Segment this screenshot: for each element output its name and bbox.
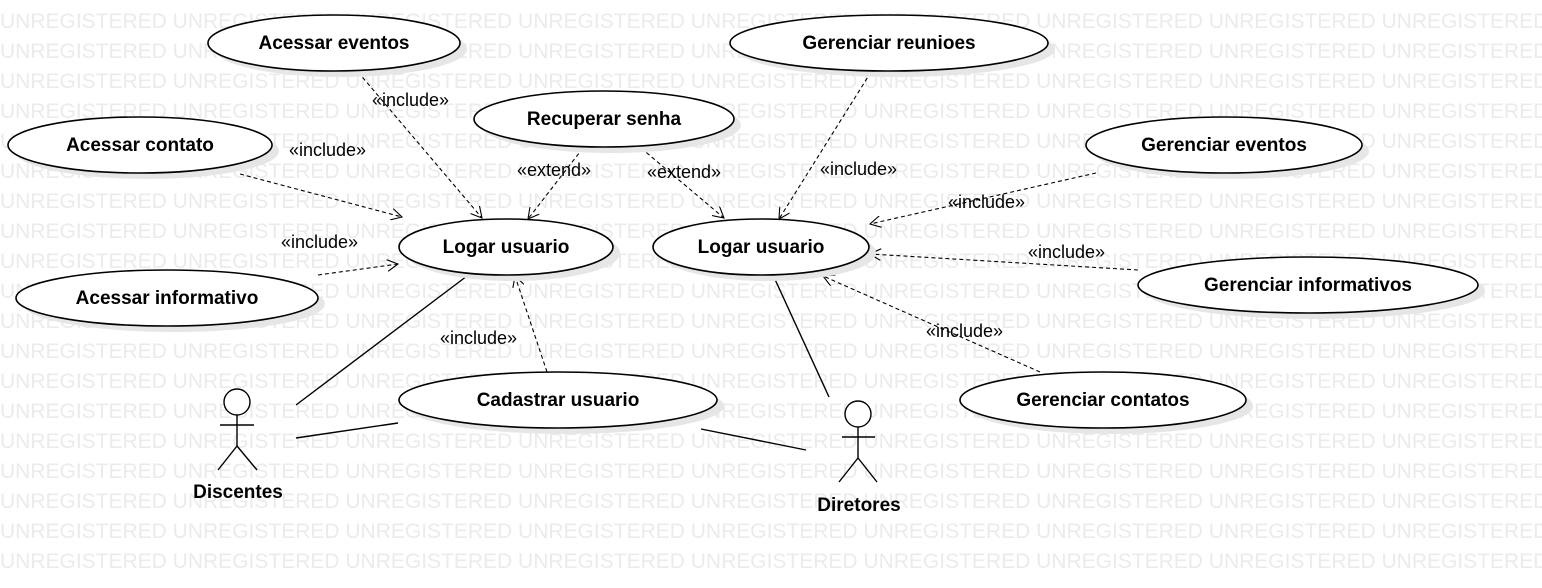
use-case-label: Acessar informativo	[76, 288, 259, 309]
use-case-label: Cadastrar usuario	[477, 390, 640, 411]
stereotype-include-informativo: «include»	[281, 232, 358, 252]
extend-arrow-left	[528, 147, 584, 219]
use-case-acessar-informativo[interactable]: Acessar informativo	[15, 269, 325, 332]
stereotype-extend-left: «extend»	[517, 160, 591, 180]
association-diretores-cadastrar	[700, 428, 807, 451]
dependencies	[239, 71, 1139, 373]
stereotype-extend-right: «extend»	[647, 162, 721, 182]
stereotype-include-g-contatos: «include»	[926, 321, 1003, 341]
include-arrow-reunioes	[779, 71, 872, 219]
watermark-row: UNREGISTERED UNREGISTERED UNREGISTERED U…	[0, 430, 1542, 453]
use-case-gerenciar-contatos[interactable]: Gerenciar contatos	[959, 371, 1253, 434]
use-case-label: Acessar eventos	[258, 33, 409, 54]
use-case-label: Recuperar senha	[527, 109, 682, 130]
use-case-label: Gerenciar informativos	[1204, 275, 1412, 296]
stereotype-include-reunioes: «include»	[820, 159, 897, 179]
use-case-logar-usuario-left[interactable]: Logar usuario	[398, 218, 620, 281]
use-case-logar-usuario-right[interactable]: Logar usuario	[652, 218, 876, 281]
include-arrow-cadastrar	[515, 276, 548, 373]
include-arrow-g-informativos	[870, 254, 1139, 271]
use-case-gerenciar-eventos[interactable]: Gerenciar eventos	[1085, 116, 1369, 179]
actor-discentes[interactable]: Discentes	[193, 388, 283, 503]
watermark-row: UNREGISTERED UNREGISTERED UNREGISTERED U…	[0, 310, 1542, 333]
stereotype-labels: «include» «include» «include» «include» …	[281, 90, 1105, 348]
associations	[295, 274, 830, 451]
use-case-label: Acessar contato	[66, 135, 214, 156]
watermark-row: UNREGISTERED UNREGISTERED UNREGISTERED U…	[0, 520, 1542, 543]
watermark-row: UNREGISTERED UNREGISTERED UNREGISTERED U…	[0, 490, 1542, 513]
use-case-cadastrar-usuario[interactable]: Cadastrar usuario	[398, 371, 724, 434]
watermark-row: UNREGISTERED UNREGISTERED UNREGISTERED U…	[0, 550, 1542, 573]
watermark-row: UNREGISTERED UNREGISTERED UNREGISTERED U…	[0, 190, 1542, 213]
include-arrow-g-eventos	[870, 172, 1097, 224]
use-case-label: Gerenciar reunioes	[802, 33, 975, 54]
association-discentes-logar	[295, 275, 468, 406]
include-arrow-g-contatos	[823, 276, 1041, 373]
association-discentes-cadastrar	[295, 422, 399, 439]
stick-figure-icon	[217, 388, 258, 471]
include-arrow-eventos	[357, 71, 482, 218]
actor-label: Discentes	[193, 482, 283, 503]
stereotype-include-g-eventos: «include»	[948, 192, 1025, 212]
use-case-gerenciar-reunioes[interactable]: Gerenciar reunioes	[729, 14, 1055, 77]
use-case-recuperar-senha[interactable]: Recuperar senha	[473, 90, 741, 153]
use-case-label: Gerenciar contatos	[1016, 390, 1189, 411]
use-case-label: Gerenciar eventos	[1141, 135, 1307, 156]
use-case-acessar-contato[interactable]: Acessar contato	[7, 116, 279, 179]
use-case-label: Logar usuario	[443, 237, 570, 258]
stereotype-include-g-informativos: «include»	[1028, 242, 1105, 262]
actor-label: Diretores	[817, 495, 900, 516]
watermark-row: UNREGISTERED UNREGISTERED UNREGISTERED U…	[0, 100, 1542, 123]
stereotype-include-contato: «include»	[289, 140, 366, 160]
use-case-acessar-eventos[interactable]: Acessar eventos	[207, 14, 467, 77]
watermark-row: UNREGISTERED UNREGISTERED UNREGISTERED U…	[0, 70, 1542, 93]
watermark-row: UNREGISTERED UNREGISTERED UNREGISTERED U…	[0, 340, 1542, 363]
association-diretores-logar	[772, 274, 830, 398]
stereotype-include-eventos: «include»	[372, 90, 449, 110]
stereotype-include-cadastrar: «include»	[440, 328, 517, 348]
use-case-label: Logar usuario	[698, 237, 825, 258]
watermark-row: UNREGISTERED UNREGISTERED UNREGISTERED U…	[0, 460, 1542, 483]
actor-diretores[interactable]: Diretores	[817, 400, 901, 516]
use-case-gerenciar-informativos[interactable]: Gerenciar informativos	[1137, 256, 1485, 319]
stick-figure-icon	[838, 400, 878, 483]
